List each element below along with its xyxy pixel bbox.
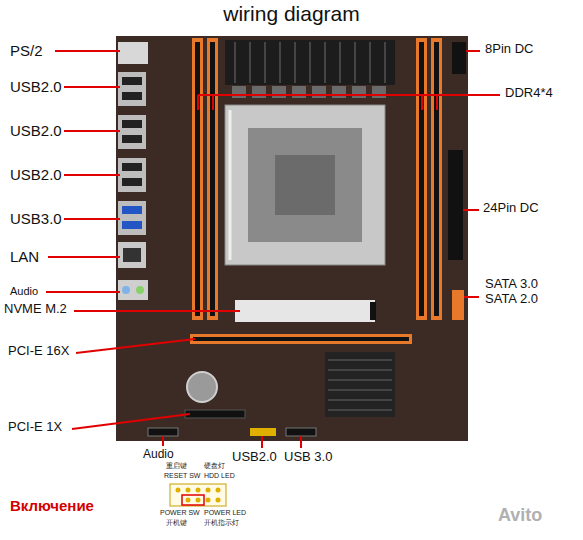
usb-port [118, 115, 146, 149]
diagram-title: wiring diagram [0, 2, 583, 26]
header-label: USB2.0 [232, 450, 277, 465]
pcie16-inner [193, 337, 409, 341]
connector-label: SATA 2.0 [485, 292, 538, 307]
header-label: USB 3.0 [284, 450, 332, 465]
memory-label: DDR4*4 [505, 86, 553, 101]
usb-slot [122, 120, 142, 128]
watermark: Avito [498, 505, 542, 526]
port-label: LAN [10, 248, 39, 265]
pin-label: POWER LED [204, 509, 246, 517]
usb3-slot [122, 221, 142, 229]
8pin-connector [452, 42, 466, 74]
board [116, 36, 468, 441]
port-label: USB3.0 [10, 210, 62, 227]
socket-plate [248, 128, 362, 242]
chipset-fins [328, 360, 392, 410]
pin-label: 开机键 [166, 519, 187, 527]
pin-label: RESET SW [164, 472, 200, 480]
socket-center [275, 155, 335, 215]
leader-lines [46, 51, 500, 448]
slot-label: PCI-E 1X [8, 420, 62, 435]
usb-slot [122, 163, 142, 171]
port-label: USB2.0 [10, 122, 62, 139]
connector-label: 24Pin DC [483, 201, 539, 216]
sata-port [452, 290, 464, 320]
pcie1-slot [185, 410, 245, 418]
usb3-slot [122, 206, 142, 214]
pin-label: 硬盘灯 [204, 462, 225, 470]
port-label: USB2.0 [10, 166, 62, 183]
usb-slot [122, 178, 142, 186]
ps2-port [118, 42, 148, 64]
port-label: USB2.0 [10, 78, 62, 95]
header-label: Audio [143, 448, 174, 462]
pin-label: 开机指示灯 [204, 519, 239, 527]
pcie16-slot [190, 334, 412, 344]
port-label: PS/2 [10, 42, 43, 59]
pin-label: POWER SW [160, 509, 200, 517]
chipset-heatsink [325, 352, 395, 417]
audio-port [118, 280, 148, 300]
note-label: Включение [10, 497, 94, 514]
pin-label: 重启键 [166, 462, 187, 470]
usb-slot [122, 92, 142, 100]
slot-label: NVME M.2 [4, 302, 67, 317]
audio-jack [122, 286, 130, 294]
usb-slot [122, 77, 142, 85]
pin-label: HDD LED [204, 472, 235, 480]
connector-label: SATA 3.0 [485, 277, 538, 292]
usb-port [118, 158, 146, 192]
port-label: Audio [10, 285, 38, 298]
usb3-port [118, 201, 146, 235]
cmos-battery [187, 372, 217, 402]
audio-jack [136, 286, 144, 294]
chokes [232, 86, 386, 98]
usb3-header [286, 428, 316, 436]
connector-label: 8Pin DC [485, 42, 533, 57]
socket-lever [229, 110, 232, 260]
power-pins-highlight [182, 495, 204, 505]
m2-slot [235, 300, 375, 322]
front-panel-header [170, 484, 226, 506]
vrm-heatsink [225, 40, 395, 85]
usb-port [118, 72, 146, 106]
usb-slot [122, 135, 142, 143]
m2-connector [370, 302, 376, 320]
audio-header [148, 428, 178, 436]
usb2-header [250, 428, 276, 436]
lan-port [118, 242, 146, 268]
slot-label: PCI-E 16X [8, 344, 69, 359]
cpu-socket [225, 105, 385, 265]
dimm-slots [192, 38, 442, 320]
lan-socket [123, 248, 141, 262]
heatsink-fins [235, 42, 385, 83]
24pin-connector [448, 150, 463, 260]
